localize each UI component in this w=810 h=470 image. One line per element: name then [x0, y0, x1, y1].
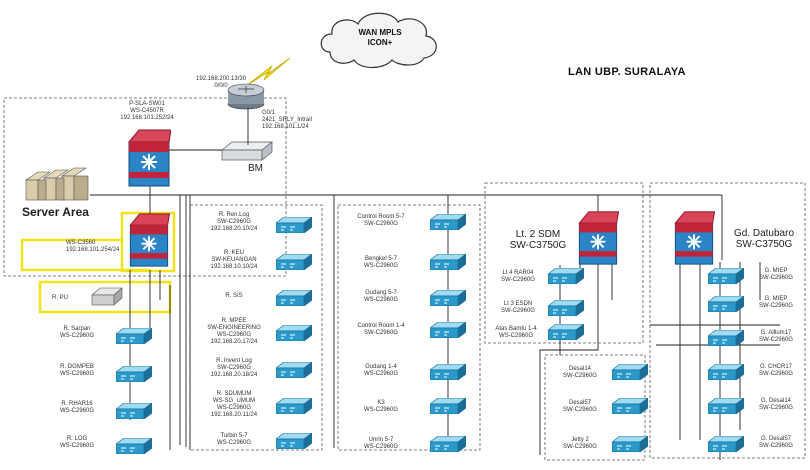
switch-icon [430, 398, 466, 414]
rpu-switch-icon [91, 287, 123, 306]
bm-label: BM [248, 163, 263, 174]
ws3560-switch-icon [129, 212, 171, 268]
switch-icon [708, 436, 744, 452]
switch-icon [430, 290, 466, 306]
rpu-label: R. PU [52, 295, 69, 301]
switch-icon [612, 398, 648, 414]
switch-icon [430, 436, 466, 452]
switch-icon [708, 296, 744, 312]
sdm-zone-box [484, 182, 644, 344]
switch-icon [276, 217, 312, 233]
switch-icon [276, 433, 312, 449]
core-switch-icon [128, 129, 171, 187]
wan-cloud [320, 12, 437, 69]
datubaro-zone-box [649, 182, 806, 459]
server-area-icon [25, 167, 89, 201]
switch-icon [430, 364, 466, 380]
core-zone-box [3, 97, 287, 277]
node-label: R. SIS [225, 293, 243, 299]
switch-icon [116, 403, 152, 419]
switch-icon [548, 324, 584, 340]
sdm-switch-icon [578, 210, 620, 266]
switch-icon [430, 254, 466, 270]
router-icon [227, 83, 265, 110]
switch-icon [276, 362, 312, 378]
switch-icon [276, 254, 312, 270]
switch-icon [116, 366, 152, 382]
switch-icon [612, 436, 648, 452]
switch-icon [276, 325, 312, 341]
wan-link-bolt [245, 57, 291, 87]
diagram-title: LAN UBP. SURALAYA [568, 66, 686, 78]
switch-icon [708, 330, 744, 346]
switch-icon [430, 214, 466, 230]
server-area-label: Server Area [22, 205, 89, 219]
switch-icon [276, 290, 312, 306]
switch-icon [612, 364, 648, 380]
switch-icon [116, 438, 152, 454]
switch-icon [116, 328, 152, 344]
switch-icon [430, 322, 466, 338]
switch-icon [708, 364, 744, 380]
switch-icon [548, 268, 584, 284]
switch-icon [708, 268, 744, 284]
switch-icon [708, 398, 744, 414]
datubaro-switch-icon [674, 210, 716, 266]
switch-icon [548, 300, 584, 316]
bm-modem-icon [221, 141, 273, 161]
switch-icon [276, 398, 312, 414]
